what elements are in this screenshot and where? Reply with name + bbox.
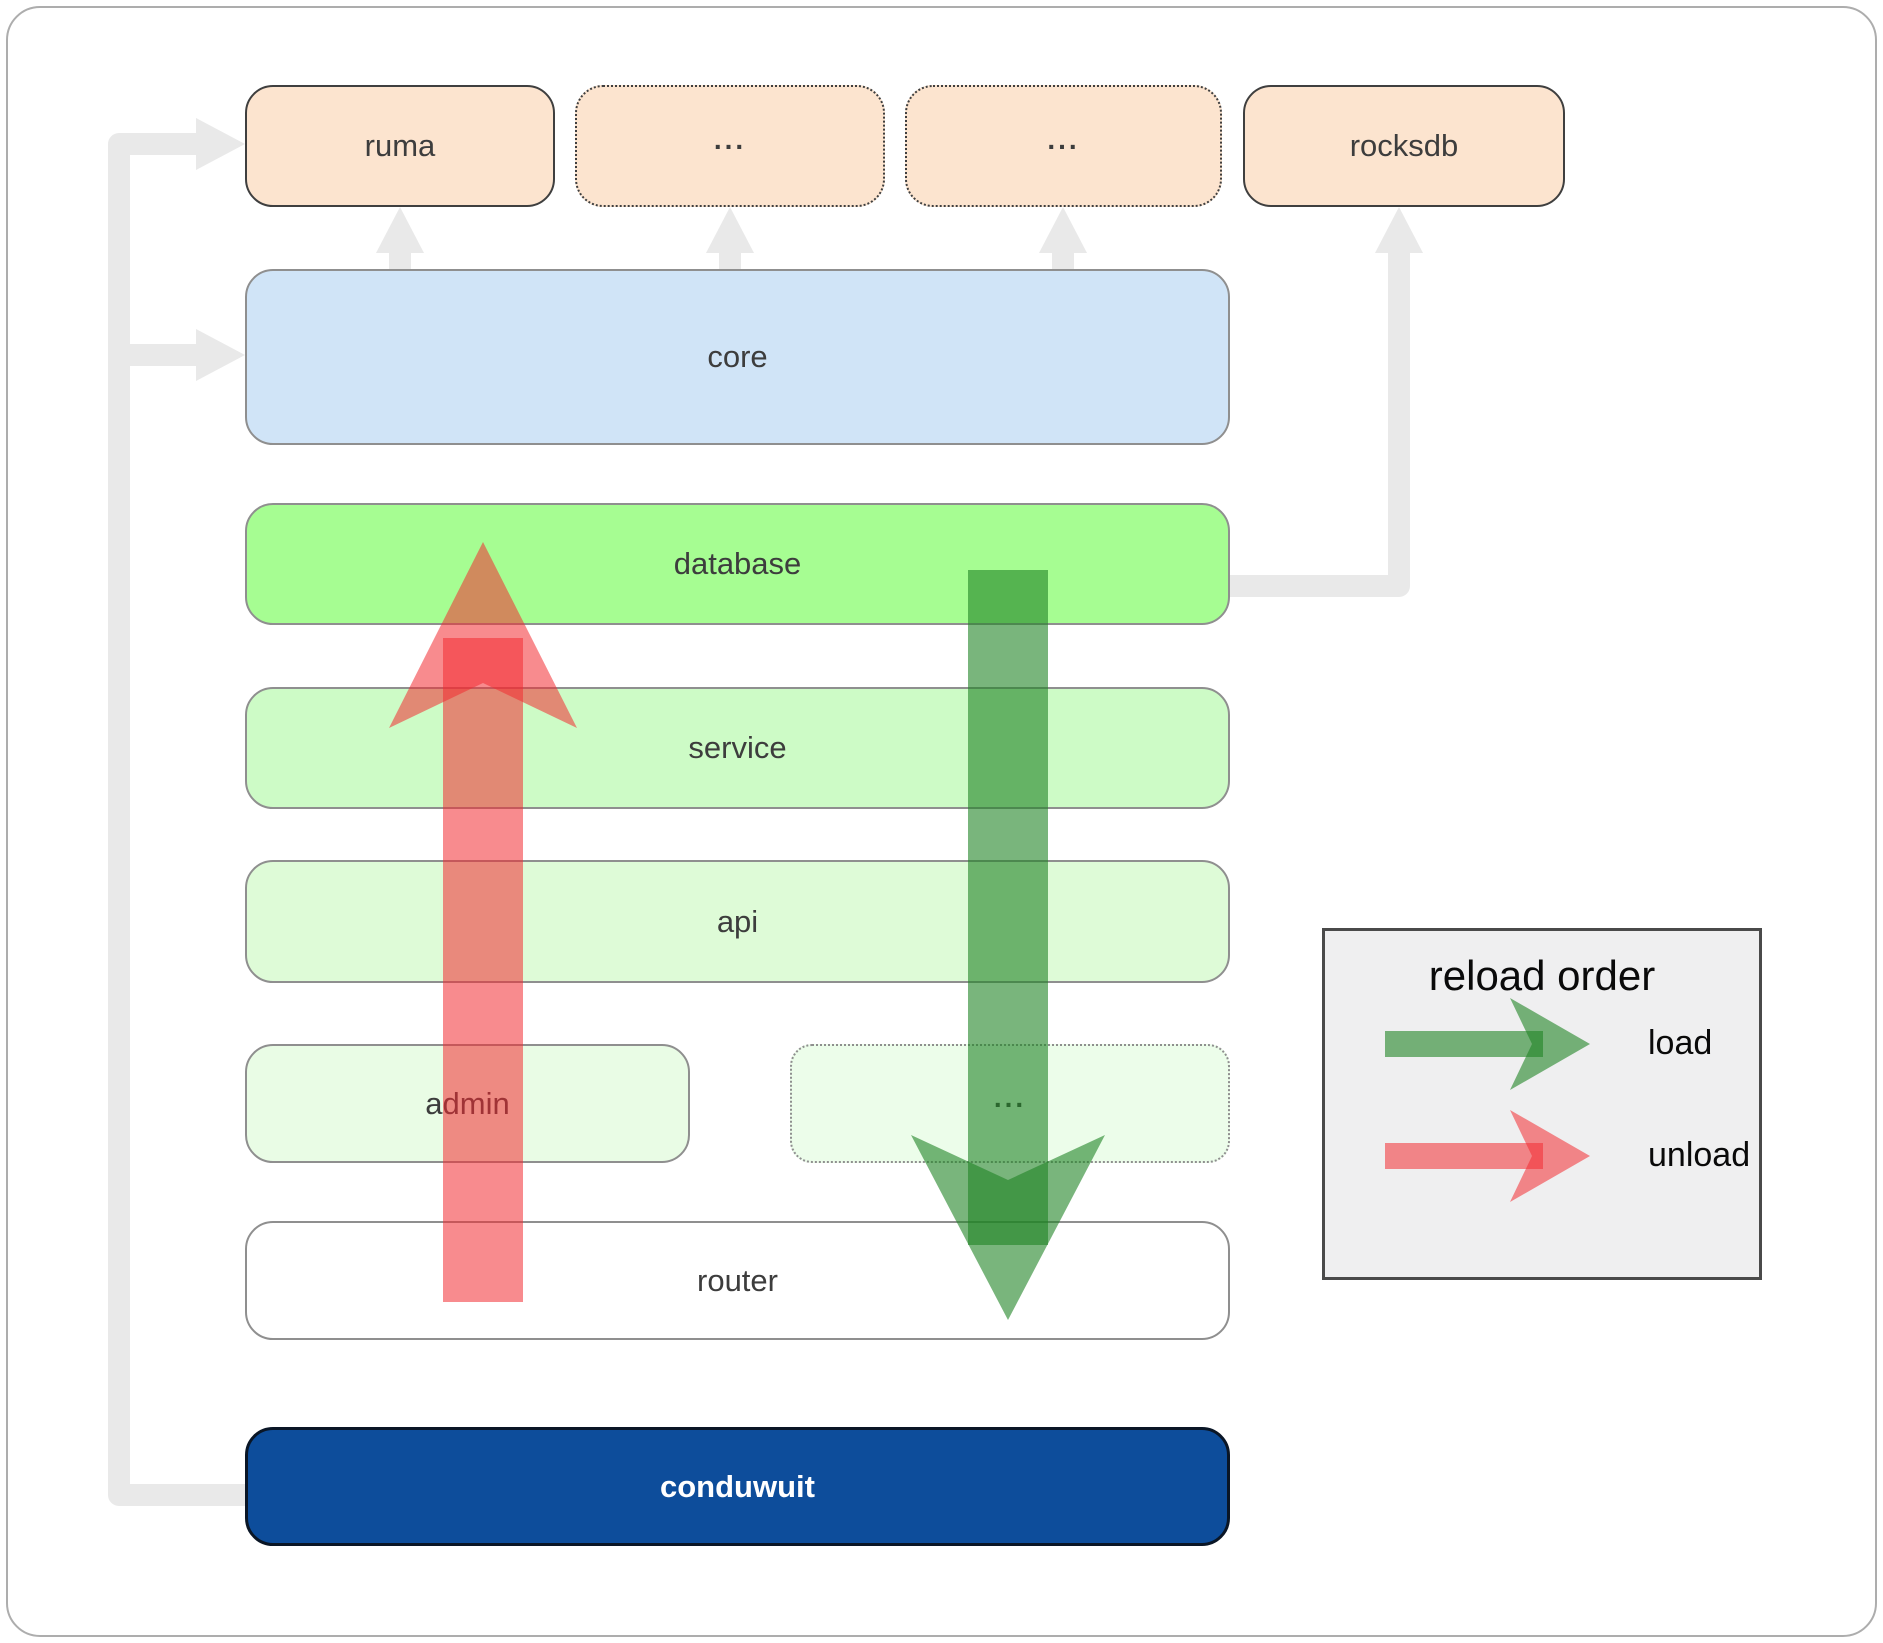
box-admin-label: admin: [425, 1085, 510, 1121]
box-database: database: [245, 503, 1230, 625]
box-service-label: service: [688, 730, 787, 765]
box-rocksdb-label: rocksdb: [1349, 128, 1459, 163]
box-service: service: [245, 687, 1230, 809]
box-admin-more: ...: [790, 1044, 1230, 1163]
box-dependency-more-2: ...: [905, 85, 1222, 207]
box-api: api: [245, 860, 1230, 983]
legend-label-unload: unload: [1648, 1136, 1751, 1174]
box-router: router: [245, 1221, 1230, 1340]
box-conduwuit-label: conduwuit: [660, 1468, 815, 1504]
box-api-label: api: [716, 903, 759, 939]
legend-label-load: load: [1648, 1024, 1713, 1062]
box-admin-more-label: ...: [993, 1081, 1027, 1113]
box-dependency-more-1: ...: [575, 85, 885, 207]
box-ruma-label: ruma: [364, 128, 436, 163]
box-core: core: [245, 269, 1230, 445]
box-database-label: database: [673, 546, 802, 581]
box-dependency-more-1-label: ...: [713, 124, 747, 155]
legend-title: reload order: [1428, 952, 1656, 999]
box-ruma: ruma: [245, 85, 555, 207]
box-core-label: core: [707, 339, 768, 374]
box-rocksdb: rocksdb: [1243, 85, 1565, 207]
diagram-outer-frame: [6, 6, 1877, 1637]
box-admin: admin: [245, 1044, 690, 1163]
legend-panel: [1322, 928, 1762, 1280]
box-dependency-more-2-label: ...: [1047, 124, 1080, 155]
box-router-label: router: [697, 1262, 778, 1298]
box-conduwuit: conduwuit: [245, 1427, 1230, 1546]
